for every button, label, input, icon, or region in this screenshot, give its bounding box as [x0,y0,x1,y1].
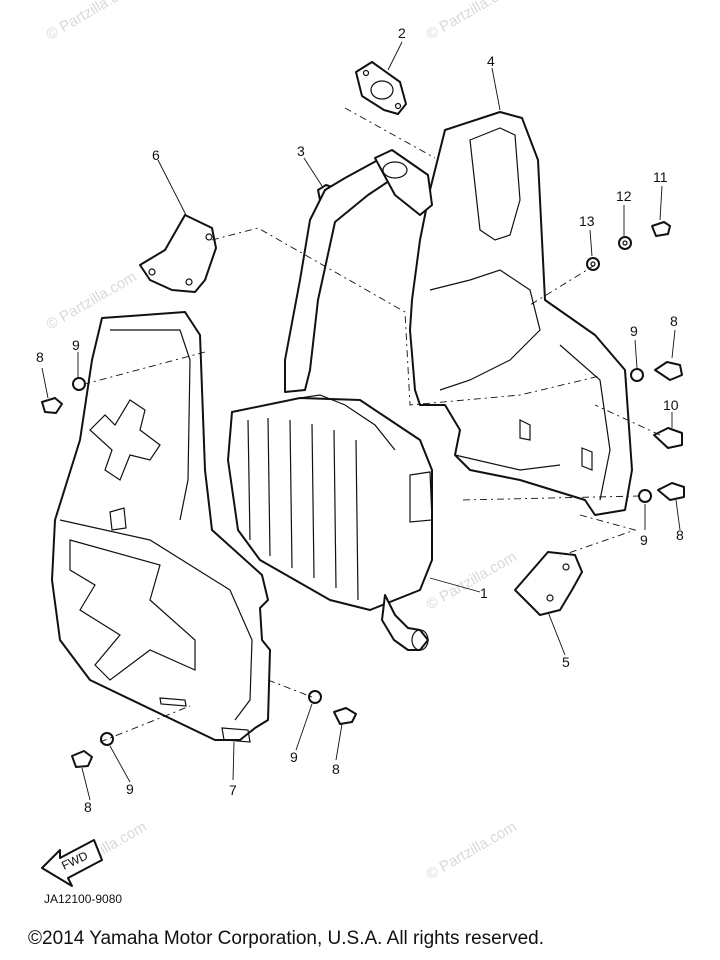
washer-9-icon [638,489,652,503]
callout-12: 12 [616,188,632,204]
fwd-arrow-icon: FWD [41,839,103,887]
callout-9: 9 [290,749,298,765]
callout-7: 7 [229,782,237,798]
callout-9: 9 [640,532,648,548]
bolt-8-icon [333,707,357,725]
washer-9-icon [100,732,114,746]
fasteners [41,221,685,768]
part-2-gasket [355,61,407,115]
watermark: © Partzilla.com [424,818,520,883]
callout-9: 9 [72,337,80,353]
callout-8: 8 [670,313,678,329]
assembly-lines [84,107,661,743]
part-4-right-heat-shield [409,111,633,516]
bolt-8-icon [654,361,683,381]
callout-2: 2 [398,25,406,41]
washer-9-icon [72,377,86,391]
callout-8: 8 [36,349,44,365]
watermark: © Partzilla.com [424,548,520,613]
callout-8: 8 [84,799,92,815]
washer-12-icon [618,236,632,250]
callout-11: 11 [653,169,668,185]
callout-3: 3 [297,143,305,159]
callout-10: 10 [663,397,679,413]
callout-4: 4 [487,53,495,69]
washer-9-icon [308,690,322,704]
part-6-bracket [139,214,217,293]
bolt-8-icon [71,750,93,768]
callout-8: 8 [332,761,340,777]
part-1-muffler [227,149,433,651]
washer-13-icon [586,257,600,271]
bolt-8-icon [657,482,685,501]
callout-13: 13 [579,213,595,229]
callout-1: 1 [480,585,488,601]
callout-5: 5 [562,654,570,670]
bolt-8-icon [41,397,63,414]
copyright-notice: ©2014 Yamaha Motor Corporation, U.S.A. A… [28,928,544,949]
part-5-bracket [514,551,583,616]
leader-lines [41,41,681,801]
callout-9: 9 [630,323,638,339]
watermark: © Partzilla.com [44,0,140,43]
callout-9: 9 [126,781,134,797]
watermark: © Partzilla.com [424,0,520,43]
callout-labels: 1 2 3 4 5 6 7 8 8 8 8 8 9 9 9 9 9 10 11 … [36,25,684,815]
washer-9-icon [630,368,644,382]
bolt-10-icon [653,427,683,449]
diagram-code: JA12100-9080 [44,892,122,906]
part-7-left-heat-shield [51,311,271,743]
bolt-11-icon [651,221,671,237]
callout-6: 6 [152,147,160,163]
callout-8: 8 [676,527,684,543]
